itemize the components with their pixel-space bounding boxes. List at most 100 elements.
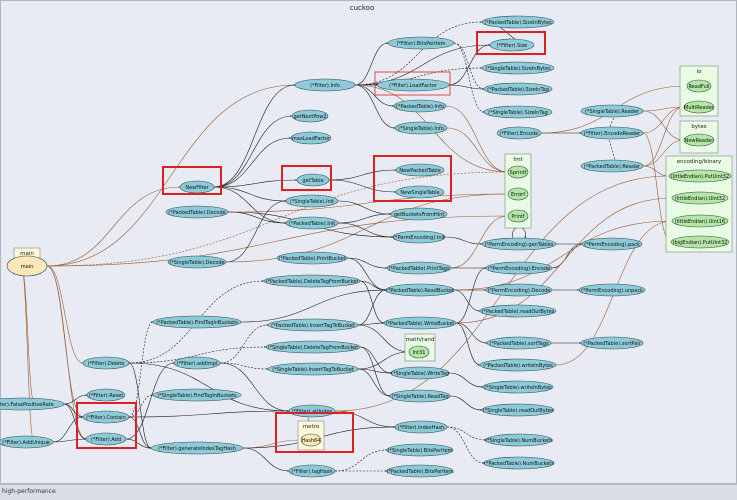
node-packedtable-findtaginbuckets[interactable]: (*PackedTable).FindTagInBuckets <box>152 315 242 329</box>
node-sprintf[interactable]: Sprintf <box>507 165 529 179</box>
node-newreader[interactable]: NewReader <box>683 133 715 147</box>
node-packedtable-bitsperitem[interactable]: (*PackedTable).BitsPerItem <box>386 464 454 478</box>
node-filter-encode[interactable]: (*Filter).Encode <box>496 126 542 140</box>
node-label: (*PermEncoding).Encode <box>488 266 550 272</box>
edge-gettable-to-newsingletable <box>328 179 397 193</box>
node-filter-addimpl[interactable]: (*Filter).addImpl <box>173 356 221 370</box>
node-filter-encodereader[interactable]: (*Filter).EncodeReader <box>580 126 644 140</box>
node-singletable-writetag[interactable]: (*SingleTable).WriteTag <box>390 366 450 380</box>
node-filter-altindex[interactable]: (*Filter).altIndex <box>288 404 336 418</box>
node-label: (*Filter).Delete <box>88 361 125 367</box>
node-shape <box>82 410 130 424</box>
node-littleendian-uint32[interactable]: (littleEndian).Uint32 <box>671 191 729 205</box>
node-label: (*PermEncoding).pack <box>584 242 640 248</box>
node-permencoding-init[interactable]: (*PermEncoding).Init <box>392 230 446 244</box>
node-printf[interactable]: Printf <box>507 209 529 223</box>
status-bar: high-performance <box>0 484 737 500</box>
node-shape <box>481 15 555 29</box>
node-packedtable-numbuckets[interactable]: (*PackedTable).NumBuckets <box>483 456 554 470</box>
node-singletable-readtag[interactable]: (*SingleTable).ReadTag <box>389 389 451 403</box>
edge-faddimpl-to-ptinserttagtobucket <box>219 324 269 364</box>
edge-floadfactor-to-fsize <box>448 44 491 86</box>
node-packedtable-printbucket[interactable]: (*PackedTable).PrintBucket <box>276 251 348 265</box>
node-packedtable-writebucket[interactable]: (*PackedTable).WriteBucket <box>383 316 457 330</box>
node-multireader[interactable]: MultiReader <box>683 100 715 114</box>
node-singletable-readoutbytes[interactable]: (*SingleTable).readOutBytes <box>481 403 555 417</box>
node-filter-contain[interactable]: (*Filter).Contain <box>82 410 130 424</box>
node-gettable[interactable]: getTable <box>296 173 330 187</box>
node-filter-add[interactable]: (*Filter).Add <box>85 432 127 446</box>
node-permencoding-gentables[interactable]: (*PermEncoding).genTables <box>481 237 557 251</box>
node-packedtable-decode[interactable]: (*PackedTable).Decode <box>165 205 229 219</box>
node-packedtable-readbucket[interactable]: (*PackedTable).ReadBucket <box>385 283 455 297</box>
node-packedtable-printtags[interactable]: (*PackedTable).PrintTags <box>386 261 452 275</box>
node-littleendian-uint16[interactable]: (littleEndian).Uint16 <box>671 214 729 228</box>
node-packedtable-sizeintag[interactable]: (*PackedTable).SizeInTag <box>483 82 553 96</box>
node-shape <box>395 185 445 199</box>
node-int31[interactable]: Int31 <box>408 345 430 359</box>
edge-finfo-to-stsizeinbytes <box>354 67 483 86</box>
node-filter-info[interactable]: (*Filter).Info <box>294 78 356 92</box>
node-newfilter[interactable]: NewFilter <box>179 180 215 194</box>
edge-newfilter-to-gettable <box>213 179 298 188</box>
node-getbucketsfromhint[interactable]: getBucketsFromHint <box>390 207 448 221</box>
node-permencoding-pack[interactable]: (*PermEncoding).pack <box>581 237 643 251</box>
node-filter-generateindextaghash[interactable]: (*Filter).generateIndexTagHash <box>150 441 244 455</box>
node-singletable-inserttagtobucket[interactable]: (*SingleTable).InsertTagToBucket <box>267 362 359 376</box>
edge-ptreader-to-newreader <box>642 139 685 167</box>
node-maxloadfactor[interactable]: maxLoadFactor <box>290 131 332 145</box>
node-permencoding-decode[interactable]: (*PermEncoding).Decode <box>485 283 553 297</box>
node-filter-indexhash[interactable]: (*Filter).indexHash <box>394 420 448 434</box>
node-hash64[interactable]: Hash64 <box>300 433 322 447</box>
node-permencoding-encode[interactable]: (*PermEncoding).Encode <box>485 261 553 275</box>
node-getnextpow2[interactable]: getNextPow2 <box>291 109 329 123</box>
node-packedtable-readoutbytes[interactable]: (*PackedTable).readOutBytes <box>479 304 557 318</box>
node-singletable-sizeinbytes[interactable]: (*SingleTable).SizeInBytes <box>481 61 555 75</box>
node-littleendian-putuint32[interactable]: (littleEndian).PutUint32 <box>668 169 732 183</box>
node-singletable-bitsperitem[interactable]: (*SingleTable).BitsPerItem <box>386 443 454 457</box>
node-shape <box>394 420 448 434</box>
node-bigendian-putuint32[interactable]: (bigEndian).PutUint32 <box>670 235 730 249</box>
node-filter-loadfactor[interactable]: (*Filter).LoadFactor <box>376 78 450 92</box>
node-newsingletable[interactable]: NewSingleTable <box>395 185 445 199</box>
node-singletable-info[interactable]: (*SingleTable).Info <box>394 121 448 135</box>
node-packedtable-sortpair[interactable]: (*PackedTable).sortPair <box>580 336 644 350</box>
node-filter-delete[interactable]: (*Filter).Delete <box>82 356 130 370</box>
node-filter-taghash[interactable]: (*Filter).tagHash <box>288 464 336 478</box>
node-label: (*SingleTable).SizeInTag <box>488 110 548 116</box>
node-packedtable-sizeinbytes[interactable]: (*PackedTable).SizeInBytes <box>481 15 555 29</box>
node-filter-addunique[interactable]: (*Filter).AddUnique <box>0 435 54 449</box>
node-singletable-reader[interactable]: (*SingleTable).Reader <box>580 104 644 118</box>
node-singletable-sizeintag[interactable]: (*SingleTable).SizeInTag <box>483 105 553 119</box>
node-packedtable-init[interactable]: (*PackedTable).Init <box>285 216 339 230</box>
node-label: (littleEndian).PutUint32 <box>671 174 729 180</box>
edge-ptinit-to-getbucketsfromhint <box>337 213 392 224</box>
node-singletable-deletetagfrombucket[interactable]: (*SingleTable).DeleteTagFromBucket <box>265 340 361 354</box>
node-packedtable-writeinbytes[interactable]: (*PackedTable).writeInBytes <box>479 358 557 372</box>
node-singletable-writeinbytes[interactable]: (*SingleTable).writeInBytes <box>482 380 554 394</box>
node-packedtable-sorttags[interactable]: (*PackedTable).sortTags <box>486 336 552 350</box>
node-filter-reset[interactable]: (*Filter).Reset <box>86 388 126 402</box>
node-shape <box>265 340 361 354</box>
node-packedtable-info[interactable]: (*PackedTable).Info <box>393 99 447 113</box>
node-label: (*PackedTable).PrintTags <box>388 266 449 272</box>
node-label: (*Filter).LoadFactor <box>389 83 438 89</box>
node-packedtable-deletetagfrombucket[interactable]: (*PackedTable).DeleteTagFromBucket <box>263 274 361 288</box>
node-singletable-decode[interactable]: (*SingleTable).Decode <box>167 255 227 269</box>
node-label: (*PackedTable).sortTags <box>489 341 549 347</box>
node-shape <box>276 251 348 265</box>
node-readfull[interactable]: ReadFull <box>686 79 712 93</box>
node-newpackedtable[interactable]: NewPackedTable <box>395 163 445 177</box>
node-filter-size[interactable]: (*Filter).Size <box>489 38 535 52</box>
node-filter-bitsperitem[interactable]: (*Filter).BitsPerItem <box>387 36 455 50</box>
node-singletable-init[interactable]: (*SingleTable).Init <box>285 194 339 208</box>
node-permencoding-unpack[interactable]: (*PermEncoding).unpack <box>578 283 646 297</box>
node-main[interactable]: main <box>6 255 48 277</box>
node-singletable-findtaginbuckets[interactable]: (*SingleTable).FindTagInBuckets <box>152 388 242 402</box>
node-singletable-numbuckets[interactable]: (*SingleTable).NumBuckets <box>485 433 553 447</box>
node-filter-falsepositiverate[interactable]: (*Filter).FalsePositiveRate <box>0 397 65 411</box>
node-errorf[interactable]: Errorf <box>507 187 529 201</box>
edge-findexhash-to-stnumbuckets <box>446 426 487 441</box>
node-packedtable-reader[interactable]: (*PackedTable).Reader <box>580 159 644 173</box>
node-packedtable-inserttagtobucket[interactable]: (*PackedTable).InsertTagToBucket <box>267 318 359 332</box>
